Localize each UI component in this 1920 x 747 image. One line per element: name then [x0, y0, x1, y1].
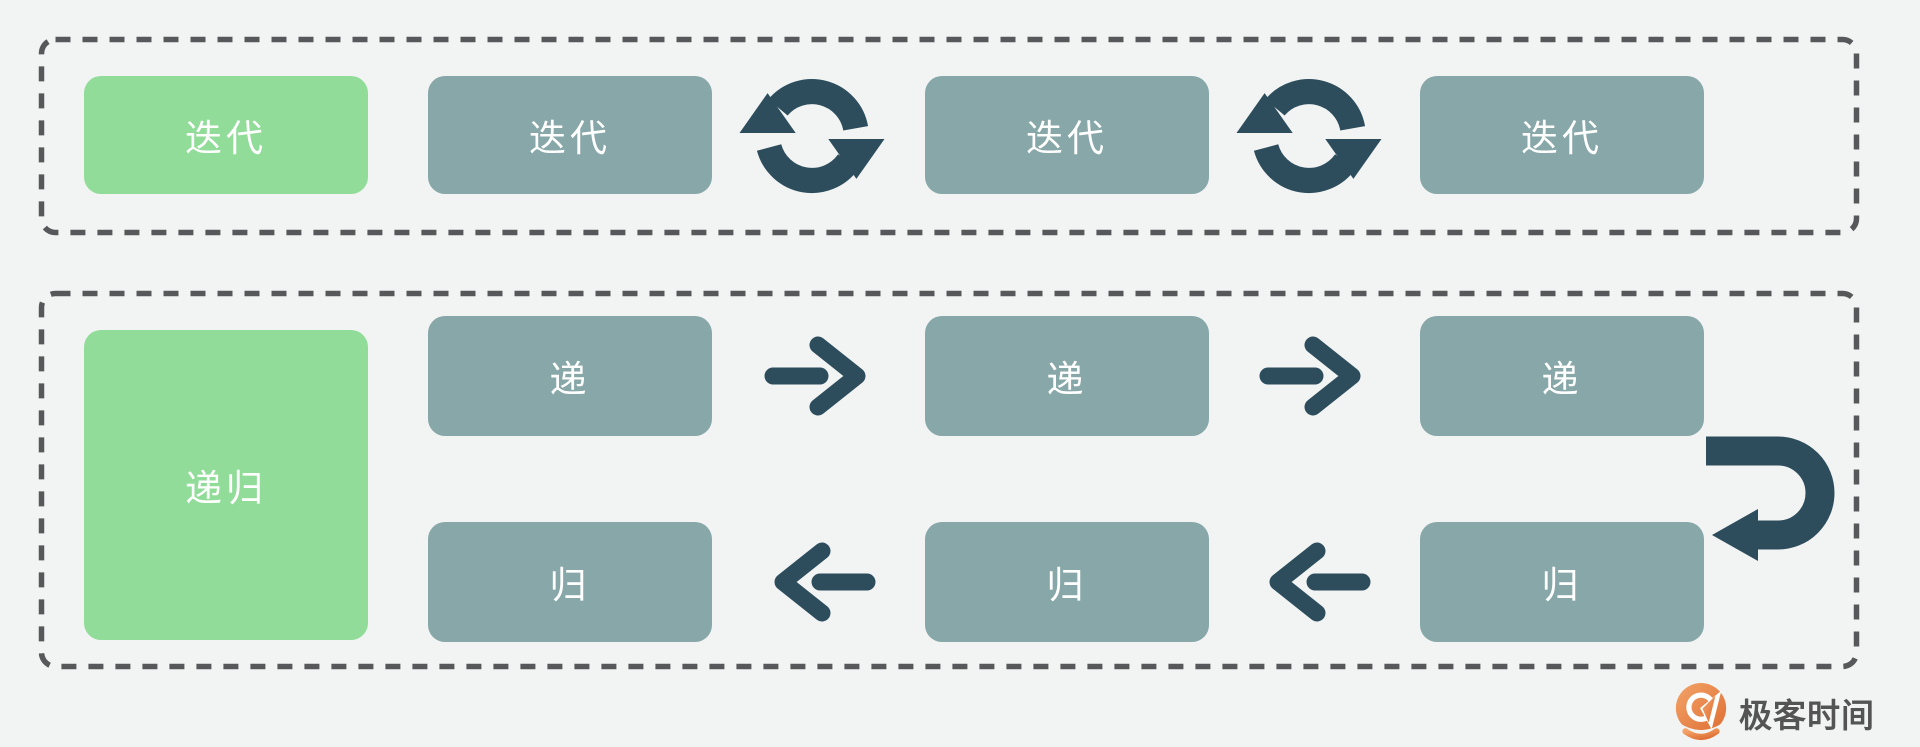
geektime-logo: 极客时间	[1672, 682, 1875, 744]
recursion-main-box: 递归	[84, 330, 368, 640]
return-node-1: 归	[428, 522, 712, 642]
return-node-3: 归	[1420, 522, 1704, 642]
call-node-3: 递	[1420, 316, 1704, 436]
return-node-2: 归	[925, 522, 1209, 642]
arrow-right-icon	[1259, 336, 1361, 416]
arrow-right-icon	[764, 336, 866, 416]
arrow-left-icon	[1269, 542, 1371, 622]
iteration-group: 迭代 迭代 迭代 迭代	[38, 36, 1860, 236]
geektime-logo-icon	[1675, 683, 1727, 741]
iteration-box-3: 迭代	[925, 76, 1209, 194]
iteration-box-1: 迭代	[84, 76, 368, 194]
call-node-1: 递	[428, 316, 712, 436]
refresh-loop-icon	[739, 79, 885, 194]
refresh-loop-icon	[1236, 79, 1382, 194]
arrow-left-icon	[774, 542, 876, 622]
iteration-group-border	[38, 36, 1860, 236]
iteration-box-4: 迭代	[1420, 76, 1704, 194]
call-node-2: 递	[925, 316, 1209, 436]
recursion-group-border	[38, 290, 1860, 670]
geektime-logo-text: 极客时间	[1739, 697, 1875, 734]
recursion-group: 递归 递 递 递 归	[38, 290, 1860, 670]
u-turn-arrow-icon	[1706, 436, 1835, 561]
iteration-box-2: 迭代	[428, 76, 712, 194]
